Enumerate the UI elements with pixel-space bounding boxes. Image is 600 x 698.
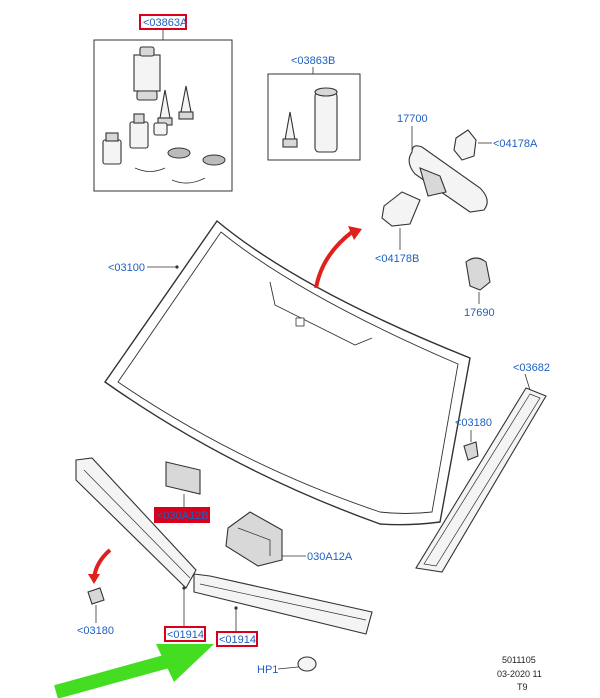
footer-line-2: 03-2020 11 bbox=[497, 669, 542, 679]
kit-pad-2 bbox=[202, 154, 226, 166]
cowl-right-label[interactable]: <01914 bbox=[219, 634, 256, 646]
pillar-clip bbox=[463, 441, 479, 461]
pad-group: <030A12B bbox=[154, 461, 210, 523]
rearview-mirror bbox=[408, 145, 488, 213]
cowl-group bbox=[75, 457, 373, 635]
bracket-label[interactable]: 030A12A bbox=[307, 551, 353, 563]
kit-cartridge bbox=[133, 54, 161, 92]
kit-box-label[interactable]: <03863A bbox=[143, 17, 188, 29]
mirror-base-label[interactable]: <04178B bbox=[375, 253, 419, 265]
hp1-label[interactable]: HP1 bbox=[257, 664, 278, 676]
pillar-clip-label[interactable]: <03180 bbox=[455, 417, 492, 429]
cowl-right-highlight bbox=[216, 631, 258, 647]
footer-line-3: T9 bbox=[517, 682, 528, 692]
mirror-base-group: <04178B bbox=[375, 191, 421, 265]
footer: 5011105 03-2020 11 T9 bbox=[497, 655, 542, 692]
red-arrow-cowl bbox=[92, 548, 112, 579]
cowl-left-label-group: <01914 bbox=[164, 586, 206, 642]
kit-cap bbox=[153, 122, 168, 136]
bracket-group: 030A12A bbox=[225, 511, 353, 567]
mirror-mount bbox=[419, 167, 447, 197]
sensor-pad bbox=[165, 461, 201, 495]
cowl-left-label[interactable]: <01914 bbox=[167, 629, 204, 641]
windshield-label[interactable]: <03100 bbox=[108, 262, 145, 274]
pillar-clip-group: <03180 bbox=[455, 417, 492, 461]
sealant-tube bbox=[314, 91, 338, 153]
clip-top-group: <04178A bbox=[453, 129, 538, 161]
adhesive-kit-group: <03863A bbox=[93, 14, 233, 192]
pillar-trim-group: <03682 bbox=[415, 362, 550, 573]
sealant-group: <03863B bbox=[267, 55, 361, 161]
cowl-right-panel bbox=[193, 573, 373, 635]
mirror-base-cover bbox=[381, 191, 421, 227]
mirror-label[interactable]: 17700 bbox=[397, 113, 428, 125]
pillar-trim-label[interactable]: <03682 bbox=[513, 362, 550, 374]
kit-bottle-2 bbox=[102, 139, 122, 165]
kit-pad-1 bbox=[167, 147, 191, 159]
green-arrow bbox=[54, 653, 174, 698]
windshield-glass bbox=[104, 219, 471, 526]
sealant-box-label[interactable]: <03863B bbox=[291, 55, 335, 67]
red-arrow-mirror bbox=[314, 230, 354, 289]
sealant-box bbox=[267, 73, 361, 161]
windshield-glass-group: <03100 bbox=[104, 219, 471, 526]
kit-bottle-1 bbox=[129, 121, 149, 149]
footer-line-1: 5011105 bbox=[502, 655, 536, 665]
cowl-clip-group: <03180 bbox=[77, 587, 114, 637]
cowl-right-label-group: <01914 bbox=[216, 606, 258, 647]
cowl-left-highlight bbox=[164, 626, 206, 642]
pad-highlight bbox=[154, 507, 210, 523]
clip-top-right bbox=[453, 129, 477, 161]
hp1-group: HP1 bbox=[257, 656, 317, 676]
mirror-group: 17700 bbox=[397, 113, 488, 213]
camera-bracket bbox=[225, 511, 283, 567]
clip-top-right-label[interactable]: <04178A bbox=[493, 138, 538, 150]
cowl-clip-label[interactable]: <03180 bbox=[77, 625, 114, 637]
pad-label[interactable]: <030A12B bbox=[157, 510, 209, 522]
hp1-plug bbox=[297, 656, 317, 672]
pillar-trim bbox=[415, 387, 547, 573]
sensor-group: 17690 bbox=[464, 257, 495, 319]
rain-sensor bbox=[465, 257, 491, 291]
cowl-clip bbox=[87, 587, 105, 605]
sensor-label[interactable]: 17690 bbox=[464, 307, 495, 319]
